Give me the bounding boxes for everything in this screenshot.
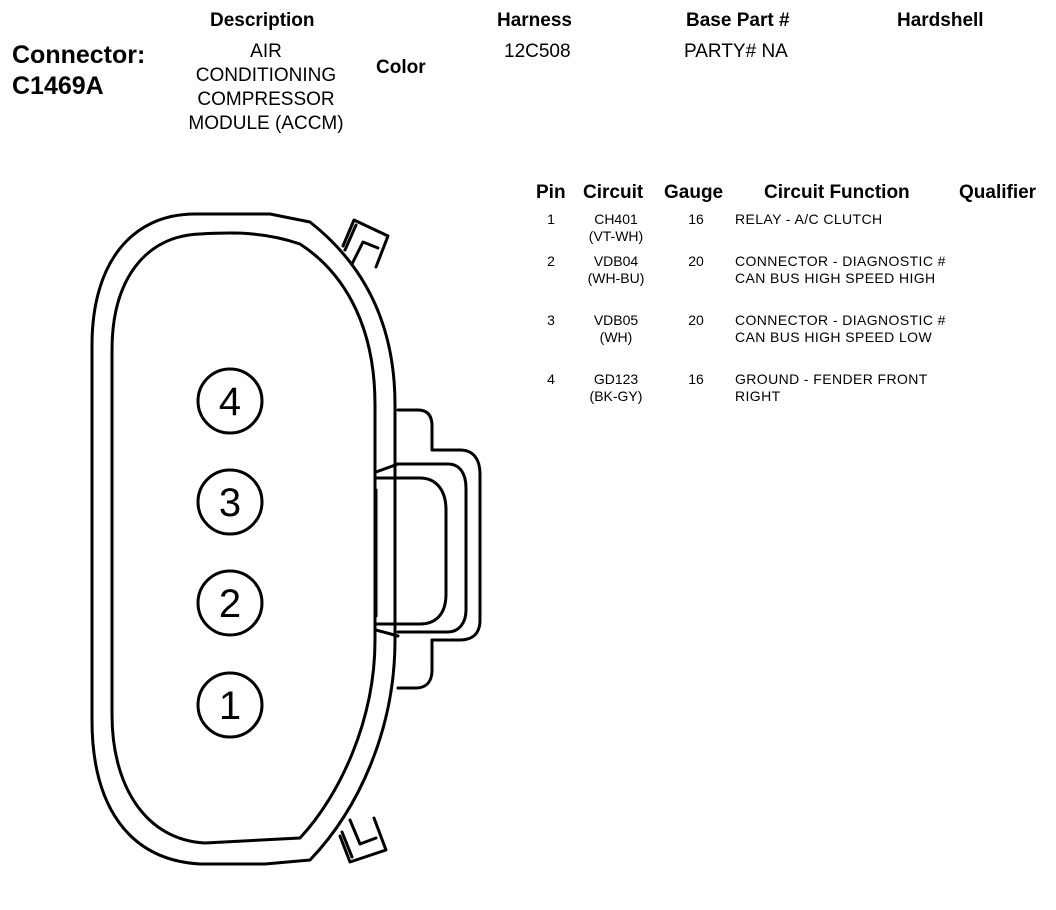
description-line: MODULE (ACCM) [188, 113, 344, 134]
pin-cavity-3 [196, 468, 264, 536]
bottom-latch [338, 816, 388, 864]
wire-color: (WH-BU) [587, 270, 645, 286]
base-part-header: Base Part # [686, 10, 790, 31]
circuit-code: CH401 [594, 211, 638, 227]
gauge-value: 20 [688, 312, 704, 328]
hardshell-header: Hardshell [897, 10, 984, 31]
circuit-function: CONNECTOR - DIAGNOSTIC # CAN BUS HIGH SP… [735, 312, 946, 345]
harness-value: 12C508 [504, 41, 571, 62]
harness-header: Harness [497, 10, 572, 31]
description-line: COMPRESSOR [197, 89, 335, 110]
circuit-cell: GD123 (BK-GY) [574, 371, 658, 405]
gauge-value: 20 [688, 253, 704, 269]
circuit-code: GD123 [593, 371, 639, 387]
pin-number: 4 [547, 371, 555, 387]
connector-title: Connector: C1469A [12, 40, 145, 102]
qualifier-column-header: Qualifier [959, 182, 1037, 203]
connector-description: AIR CONDITIONING COMPRESSOR MODULE (ACCM… [160, 40, 372, 136]
pin-label-1: 1 [219, 684, 241, 728]
base-part-value: PARTY# NA [684, 41, 788, 62]
wire-color: (BK-GY) [589, 388, 643, 404]
pin-label-3: 3 [219, 481, 241, 525]
circuit-column-header: Circuit [583, 182, 644, 203]
connector-label: Connector: [12, 41, 146, 69]
pin-cavity-4 [196, 367, 264, 435]
circuit-cell: VDB04 (WH-BU) [574, 253, 658, 287]
connector-id: C1469A [12, 72, 104, 100]
housing-outer-outline [90, 212, 397, 866]
gauge-column-header: Gauge [664, 182, 724, 203]
locking-tab [374, 408, 482, 690]
circuit-cell: CH401 (VT-WH) [574, 211, 658, 245]
connector-face-drawing: 4 3 2 1 [90, 212, 482, 866]
pin-number: 2 [547, 253, 555, 269]
circuit-code: VDB05 [593, 312, 639, 328]
gauge-value: 16 [688, 211, 704, 227]
description-header: Description [210, 10, 315, 31]
description-line: AIR [250, 41, 282, 62]
circuit-code: VDB04 [593, 253, 639, 269]
pin-number: 1 [547, 211, 555, 227]
pin-label-2: 2 [219, 582, 241, 626]
pin-label-4: 4 [219, 380, 241, 424]
pin-cavity-1 [196, 671, 264, 739]
wire-color: (WH) [599, 329, 633, 345]
color-header: Color [376, 57, 426, 78]
pin-column-header: Pin [536, 182, 566, 203]
circuit-function: CONNECTOR - DIAGNOSTIC # CAN BUS HIGH SP… [735, 253, 946, 286]
function-column-header: Circuit Function [764, 182, 910, 203]
wire-color: (VT-WH) [588, 228, 644, 244]
pin-number: 3 [547, 312, 555, 328]
top-latch [341, 218, 390, 269]
description-line: CONDITIONING [195, 65, 337, 86]
pin-cavity-2 [196, 569, 264, 637]
circuit-function: GROUND - FENDER FRONT RIGHT [735, 371, 928, 404]
circuit-function: RELAY - A/C CLUTCH [735, 211, 883, 227]
housing-inner-outline [110, 231, 377, 845]
circuit-cell: VDB05 (WH) [574, 312, 658, 346]
gauge-value: 16 [688, 371, 704, 387]
